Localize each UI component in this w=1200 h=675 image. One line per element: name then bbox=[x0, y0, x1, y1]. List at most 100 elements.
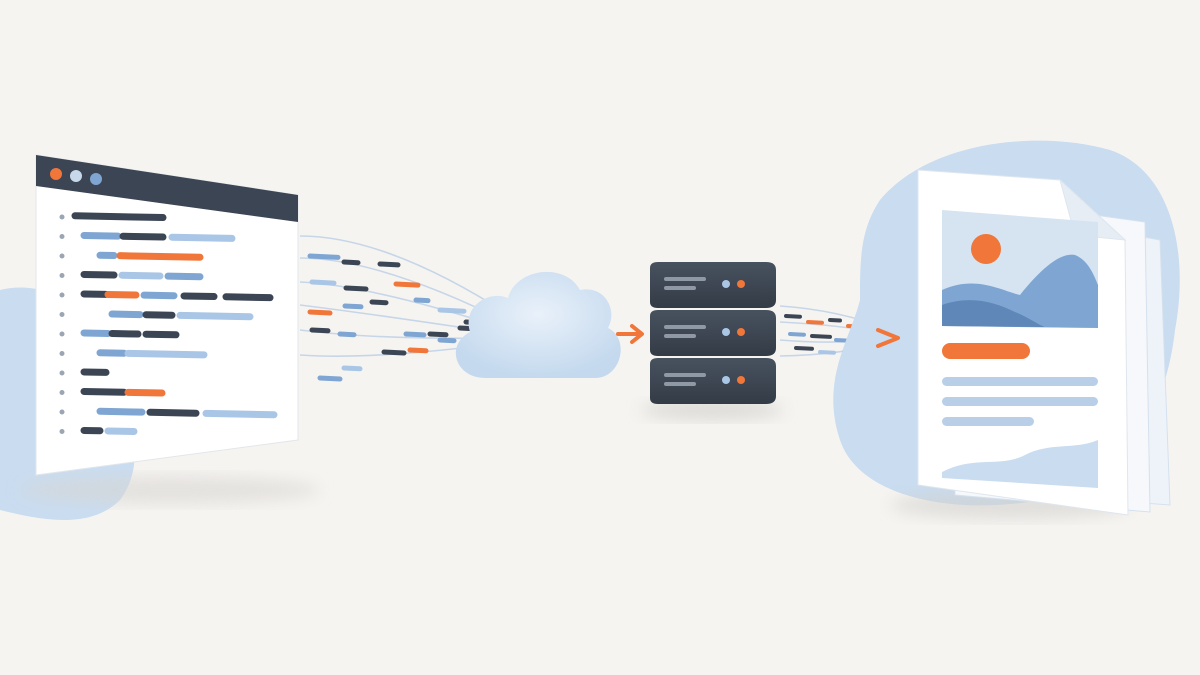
data-packet bbox=[381, 349, 407, 356]
server-chassis bbox=[650, 358, 776, 404]
document-wave bbox=[942, 440, 1098, 488]
code-token bbox=[104, 290, 140, 299]
document-heading-bar bbox=[942, 343, 1030, 359]
data-packet bbox=[784, 314, 802, 319]
editor-titlebar bbox=[36, 155, 298, 222]
titlebar-dot-maximize bbox=[90, 173, 102, 185]
data-packet bbox=[342, 303, 364, 310]
data-packet bbox=[818, 350, 836, 355]
server-chassis bbox=[650, 262, 776, 308]
data-packet bbox=[307, 309, 333, 316]
server-chassis bbox=[650, 310, 776, 356]
code-token bbox=[180, 292, 218, 301]
data-packet bbox=[341, 259, 361, 266]
code-token bbox=[202, 409, 278, 419]
code-token bbox=[80, 270, 118, 279]
code-token bbox=[164, 272, 204, 281]
data-packet bbox=[341, 365, 363, 372]
server-shadow bbox=[640, 400, 784, 420]
code-token bbox=[119, 232, 167, 241]
gutter-dot bbox=[59, 253, 65, 259]
gutter-dot bbox=[59, 273, 65, 278]
document-text-line-3 bbox=[942, 417, 1034, 426]
data-packet bbox=[437, 307, 467, 314]
server-unit bbox=[650, 310, 776, 356]
document-stack bbox=[917, 169, 1171, 516]
code-token bbox=[140, 291, 178, 300]
code-token bbox=[80, 231, 122, 240]
data-packet bbox=[810, 334, 832, 339]
code-token bbox=[71, 212, 167, 222]
server-vent bbox=[664, 286, 696, 290]
gutter-dot bbox=[59, 390, 65, 395]
data-packet bbox=[427, 331, 449, 338]
data-packet bbox=[309, 279, 337, 286]
code-token bbox=[222, 293, 274, 302]
titlebar-dot-close bbox=[50, 168, 62, 180]
data-packet bbox=[343, 285, 369, 292]
code-token bbox=[108, 310, 144, 319]
server-vent bbox=[664, 325, 706, 329]
code-editor-window bbox=[35, 154, 299, 476]
gutter-dot bbox=[59, 429, 65, 434]
code-token bbox=[146, 408, 200, 417]
data-packet bbox=[413, 297, 431, 304]
data-packet bbox=[806, 320, 824, 325]
gutter-dot bbox=[59, 409, 65, 415]
server-vent bbox=[664, 382, 696, 386]
code-token bbox=[104, 427, 138, 435]
server-led-blue bbox=[722, 328, 730, 336]
gutter-dot bbox=[59, 234, 65, 239]
server-vent bbox=[664, 334, 696, 338]
editor-shadow bbox=[20, 476, 320, 504]
server-led-orange bbox=[737, 280, 745, 288]
data-packet bbox=[403, 331, 427, 338]
code-token bbox=[116, 252, 204, 261]
gutter-dot bbox=[59, 370, 65, 376]
data-packet bbox=[437, 337, 457, 344]
editor-code-lines bbox=[71, 212, 278, 435]
data-packet bbox=[407, 347, 429, 354]
server-led-orange bbox=[737, 376, 745, 384]
mountains-foreground-icon bbox=[942, 300, 1045, 327]
code-token bbox=[142, 311, 176, 319]
server-led-blue bbox=[722, 280, 730, 288]
gutter-dot bbox=[59, 292, 65, 298]
code-token bbox=[142, 330, 180, 339]
code-token bbox=[168, 233, 236, 242]
document-text-line-1 bbox=[942, 377, 1098, 386]
arrow-cloud-to-server bbox=[616, 324, 644, 344]
server-stack bbox=[650, 262, 776, 404]
data-packet bbox=[393, 281, 421, 288]
data-packet bbox=[788, 332, 806, 337]
data-packet bbox=[828, 318, 842, 323]
data-packet bbox=[369, 299, 389, 306]
server-vent bbox=[664, 277, 706, 281]
sun-icon bbox=[971, 234, 1001, 264]
cloud bbox=[455, 271, 621, 378]
gutter-dot bbox=[59, 312, 65, 317]
code-token bbox=[124, 349, 208, 359]
code-token bbox=[108, 330, 142, 338]
editor-line-gutter bbox=[59, 214, 65, 434]
data-packet bbox=[307, 253, 341, 260]
code-token bbox=[124, 388, 166, 397]
document-text-line-2 bbox=[942, 397, 1098, 406]
code-token bbox=[96, 407, 146, 416]
server-led-orange bbox=[737, 328, 745, 336]
server-led-blue bbox=[722, 376, 730, 384]
data-packet bbox=[377, 261, 401, 268]
data-packet bbox=[317, 375, 343, 382]
titlebar-dot-minimize bbox=[70, 170, 82, 182]
gutter-dot bbox=[59, 214, 65, 220]
arrow-into-document bbox=[876, 328, 900, 348]
gutter-dot bbox=[59, 351, 65, 356]
server-unit bbox=[650, 358, 776, 404]
data-packet bbox=[794, 346, 814, 351]
data-packet bbox=[337, 331, 357, 338]
server-vent bbox=[664, 373, 706, 377]
gutter-dot bbox=[59, 331, 65, 337]
server-unit bbox=[650, 262, 776, 308]
